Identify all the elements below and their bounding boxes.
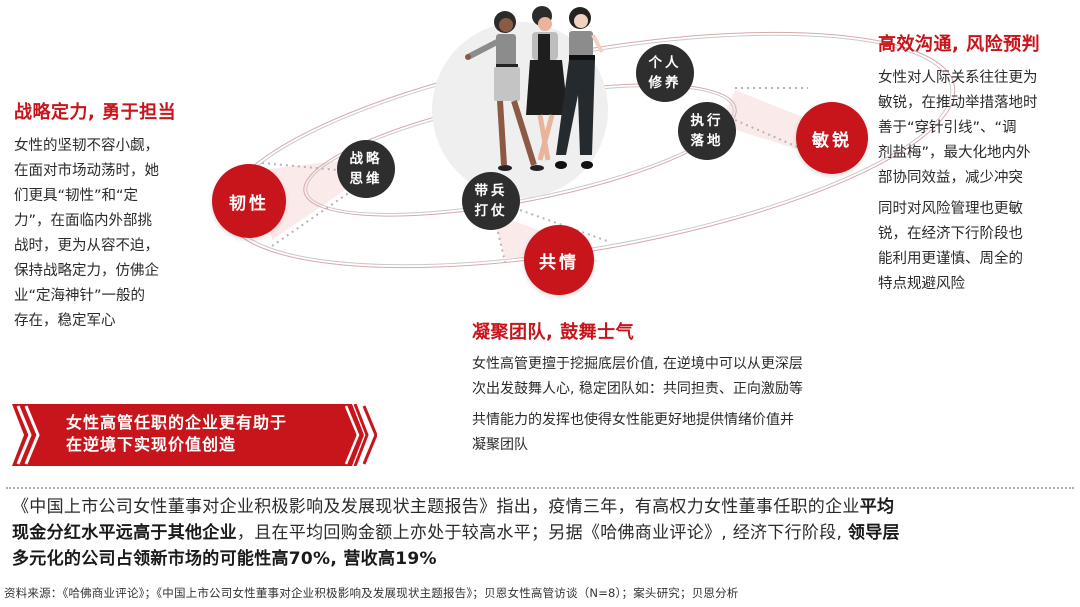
node-strategic-thinking-line1: 战略 xyxy=(349,151,383,167)
right-panel-line: 剂盐梅”，最大化地内外 xyxy=(878,145,1031,161)
left-panel-line: 女性的坚韧不容小觑， xyxy=(14,138,159,154)
right-panel-line: 同时对风险管理也更敏 xyxy=(878,201,1023,217)
right-panel-text-1: 女性对人际关系往往更为 敏锐，在推动举措落地时 善于“穿针引线”、“调 剂盐梅”… xyxy=(878,66,1078,191)
center-panel-line: 凝聚团队 xyxy=(472,437,528,453)
summary-line-2-bold: 现金分红水平远高于其他企业 xyxy=(12,523,237,543)
right-panel-line: 女性对人际关系往往更为 xyxy=(878,70,1038,86)
node-resilience: 韧性 xyxy=(212,164,286,238)
node-strategic-thinking: 战略 思维 xyxy=(337,140,395,198)
center-panel: 凝聚团队, 鼓舞士气 女性高管更擅于挖掘底层价值, 在逆境中可以从更深层 次出发… xyxy=(472,318,902,458)
node-sensitivity: 敏锐 xyxy=(796,102,868,174)
summary-line-2-bold-end: 领导层 xyxy=(847,523,900,543)
right-panel-line: 能利用更谨慎、周全的 xyxy=(878,251,1023,267)
banner-line-1: 女性高管任职的企业更有助于 xyxy=(66,413,288,432)
summary-line-2: 现金分红水平远高于其他企业，且在平均回购金额上亦处于较高水平；另据《哈佛商业评论… xyxy=(12,520,1078,546)
banner-line-2: 在逆境下实现价值创造 xyxy=(66,435,237,454)
node-empathy: 共情 xyxy=(524,225,594,295)
right-panel-line: 特点规避风险 xyxy=(878,276,965,292)
left-panel-line: 战时，更为从容不迫， xyxy=(14,238,159,254)
node-empathy-label: 共情 xyxy=(539,252,579,273)
capability-orbit-diagram xyxy=(224,6,956,269)
source-note: 资料来源：《哈佛商业评论》；《中国上市公司女性董事对企业积极影响及发展现状主题报… xyxy=(4,586,739,600)
node-leading-troops-line2: 打仗 xyxy=(474,203,508,219)
node-personal-cultivation-line1: 个人 xyxy=(648,55,682,71)
left-panel-line: 业“定海神针”一般的 xyxy=(14,288,146,304)
left-panel: 战略定力, 勇于担当 女性的坚韧不容小觑， 在面对市场动荡时，她 们更具“韧性”… xyxy=(14,98,204,334)
node-execution-line2: 落地 xyxy=(690,133,724,149)
left-panel-line: 保持战略定力，仿佛企 xyxy=(14,263,159,279)
summary-line-3-bold: 多元化的公司占领新市场的可能性高70%, 营收高19% xyxy=(12,549,437,569)
node-strategic-thinking-line2: 思维 xyxy=(349,171,383,187)
right-panel-line: 敏锐，在推动举措落地时 xyxy=(878,95,1038,111)
summary-line-1-regular: 《中国上市公司女性董事对企业积极影响及发展现状主题报告》指出，疫情三年，有高权力… xyxy=(12,497,860,517)
node-resilience-label: 韧性 xyxy=(229,193,269,214)
right-panel-line: 锐，在经济下行阶段也 xyxy=(878,226,1023,242)
dotted-connectors xyxy=(261,87,808,263)
center-panel-text-1: 女性高管更擅于挖掘底层价值, 在逆境中可以从更深层 次出发鼓舞人心, 稳定团队如… xyxy=(472,352,902,402)
right-panel-text-2: 同时对风险管理也更敏 锐，在经济下行阶段也 能利用更谨慎、周全的 特点规避风险 xyxy=(878,197,1078,297)
left-panel-line: 们更具“韧性”和“定 xyxy=(14,188,139,204)
left-panel-line: 在面对市场动荡时，她 xyxy=(14,163,159,179)
left-panel-heading: 战略定力, 勇于担当 xyxy=(14,102,177,123)
node-leading-troops: 带兵 打仗 xyxy=(462,172,520,230)
left-panel-line: 力”，在面临内外部挑 xyxy=(14,213,153,229)
summary-line-1: 《中国上市公司女性董事对企业积极影响及发展现状主题报告》指出，疫情三年，有高权力… xyxy=(12,494,1078,520)
dotted-divider xyxy=(6,487,1074,489)
three-women-illustration-icon xyxy=(465,6,604,171)
right-panel-heading: 高效沟通, 风险预判 xyxy=(878,34,1041,55)
node-personal-cultivation-line2: 修养 xyxy=(648,75,682,91)
left-panel-line: 存在，稳定军心 xyxy=(14,313,116,329)
banner-text: 女性高管任职的企业更有助于 在逆境下实现价值创造 xyxy=(66,412,287,456)
center-panel-heading: 凝聚团队, 鼓舞士气 xyxy=(472,322,635,343)
node-execution-line1: 执行 xyxy=(690,113,724,129)
center-panel-line: 共情能力的发挥也使得女性能更好地提供情绪价值并 xyxy=(472,412,794,428)
key-takeaway-banner: 女性高管任职的企业更有助于 在逆境下实现价值创造 xyxy=(12,403,378,467)
right-panel-line: 部协同效益，减少冲突 xyxy=(878,170,1023,186)
summary-line-3: 多元化的公司占领新市场的可能性高70%, 营收高19% xyxy=(12,546,1078,572)
summary-line-2-regular: ，且在平均回购金额上亦处于较高水平；另据《哈佛商业评论》, 经济下行阶段, xyxy=(236,523,848,543)
center-panel-line: 女性高管更擅于挖掘底层价值, 在逆境中可以从更深层 xyxy=(472,356,803,372)
banner-arrow-shape xyxy=(12,403,378,467)
center-panel-text-2: 共情能力的发挥也使得女性能更好地提供情绪价值并 凝聚团队 xyxy=(472,408,902,458)
node-personal-cultivation: 个人 修养 xyxy=(636,44,694,102)
left-panel-text: 女性的坚韧不容小觑， 在面对市场动荡时，她 们更具“韧性”和“定 力”，在面临内… xyxy=(14,134,204,334)
summary-text: 《中国上市公司女性董事对企业积极影响及发展现状主题报告》指出，疫情三年，有高权力… xyxy=(12,494,1078,572)
right-panel: 高效沟通, 风险预判 女性对人际关系往往更为 敏锐，在推动举措落地时 善于“穿针… xyxy=(878,30,1078,297)
node-sensitivity-label: 敏锐 xyxy=(812,130,852,151)
summary-line-1-bold: 平均 xyxy=(859,497,895,517)
center-panel-line: 次出发鼓舞人心, 稳定团队如：共同担责、正向激励等 xyxy=(472,381,803,397)
node-leading-troops-line1: 带兵 xyxy=(474,183,508,199)
right-panel-line: 善于“穿针引线”、“调 xyxy=(878,120,1017,136)
node-execution: 执行 落地 xyxy=(678,102,736,160)
